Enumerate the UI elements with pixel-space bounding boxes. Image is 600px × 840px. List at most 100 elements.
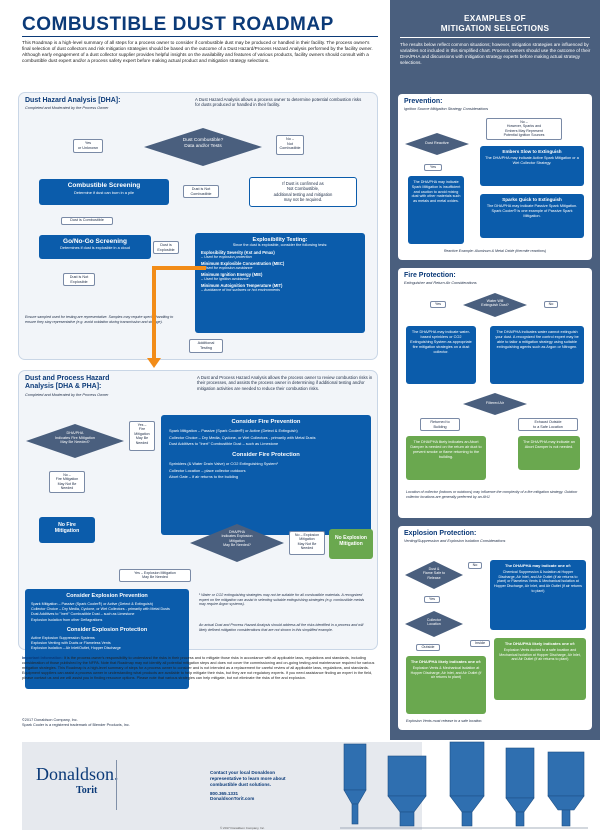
- prevention-heading: Prevention:: [404, 98, 443, 105]
- important-label: Important Information:: [22, 656, 63, 660]
- explosion-prevention-item: Spark Mitigation – Passive (Spark Cooler…: [31, 602, 153, 606]
- fire-yes-tag: Yes: [430, 301, 446, 308]
- collector-location-label: Collector Location: [426, 618, 442, 627]
- water-no-box: The DHA/PHA indicates water cannot extin…: [490, 326, 584, 384]
- prevention-panel: Prevention: Ignition Source Mitigation S…: [398, 94, 592, 260]
- sparks-text: The DHA/PHA may indicate Passive Spark M…: [486, 204, 578, 218]
- fire-subheading: Extinguisher and Return Air Consideratio…: [404, 281, 477, 285]
- representative-note: Ensure sampled used for testing are repr…: [25, 315, 174, 324]
- explosion-prevention-item: Collector Choice – Dry Media, Cyclone, o…: [31, 607, 170, 612]
- right-title-rule: [400, 37, 590, 38]
- explosion-protection-panel: Explosion Protection: Venting/Suppressio…: [398, 526, 592, 730]
- sparks-box: Sparks Quick to Extinguish The DHA/PHA m…: [480, 194, 584, 238]
- right-title: EXAMPLES OF MITIGATION SELECTIONS: [440, 14, 550, 33]
- explosion-protection-item: Explosion Isolation – Air Inlet/Outlet, …: [31, 645, 121, 650]
- inside-box-title: The DHA/PHA likely indicates one of:: [504, 641, 576, 646]
- fire-protection-item: Abort Gate – if air returns to the build…: [169, 474, 238, 479]
- dha-panel: Dust Hazard Analysis [DHA]: Completed an…: [18, 92, 378, 360]
- no-embers-tag: No – However, Sparks and Embers May Repr…: [486, 118, 562, 140]
- test-item: Minimum Explosible Concentration (MEC) –…: [201, 261, 285, 270]
- dha-subheading: Completed and Moderated by the Process O…: [25, 106, 109, 110]
- test-item: Explosibility Severity (Kst and Pmax) – …: [201, 250, 275, 259]
- explosion-considerations-box: Consider Explosion Prevention Spark Miti…: [25, 589, 189, 689]
- brand-name: Donaldson.: [36, 764, 119, 784]
- flame-safe-label: Dust & Flame Safe to Release: [422, 567, 446, 580]
- explosion-prevention-item: Explosion Isolation from other Deflagrat…: [31, 617, 103, 622]
- collector-location-diamond: [405, 611, 463, 637]
- arrow-head-icon: [147, 358, 161, 368]
- donaldson-logo: Donaldson. Torit: [36, 764, 119, 796]
- fire-mitigation-label: DHA/PHA Indicates Fire Mitigation May Be…: [54, 431, 96, 445]
- website-link[interactable]: DonaldsonTorit.com: [210, 795, 255, 801]
- explosion-mitigation-label: DHA/PHA Indicates Explosion Mitigation M…: [221, 530, 253, 547]
- water-extinguish-label: Water Will Extinguish Dust?: [481, 299, 509, 308]
- water-extinguish-diamond: [463, 293, 527, 317]
- explosion-mitigation-diamond: [190, 524, 284, 562]
- no-explosion-tag: No – Explosion Mitigation May Not Be Nee…: [289, 531, 325, 555]
- fire-prevention-item: Collector Choice – Dry Media, Cyclone, o…: [169, 434, 316, 440]
- footer-contact: Contact your local Donaldson representat…: [210, 770, 330, 801]
- fire-protection-item: Collector Location – place collector out…: [169, 467, 246, 473]
- dust-reactive-label: Dust Reactive: [425, 141, 449, 145]
- copyright: ©2017 Donaldson Company, Inc. Spark Cool…: [22, 718, 130, 727]
- inside-box: The DHA/PHA likely indicates one of: Exp…: [494, 638, 586, 700]
- pha-subheading: Completed and Moderated by the Process O…: [25, 393, 109, 397]
- yes-unknown-tag: Yes or Unknown: [73, 139, 103, 153]
- explosion-protection-item: Explosion Venting with Ducts or Flameles…: [31, 640, 111, 645]
- gonogo-screening-desc: Determines if dust is explosible in a cl…: [60, 246, 130, 250]
- fire-protection-panel: Fire Protection: Extinguisher and Return…: [398, 268, 592, 518]
- important-text: It is the process owner's responsibility…: [22, 656, 375, 680]
- explosion-protection-title: Consider Explosion Protection: [66, 626, 148, 633]
- inside-box-text: Explosion Vents ducted to a safe locatio…: [499, 648, 581, 662]
- dust-explosible-tag: Dust is Explosible: [153, 241, 179, 254]
- sparks-title: Sparks Quick to Extinguish: [502, 197, 562, 202]
- gonogo-screening-box: Go/No-Go Screening Determines if dust is…: [39, 235, 151, 259]
- dha-description: A Dust Hazard Analysis allows a process …: [195, 97, 362, 108]
- fire-prevention-item: Dust Additives to "Inert" Combustible Du…: [169, 441, 279, 446]
- intro-paragraph: This Roadmap is a high-level summary of …: [22, 40, 373, 64]
- exhaust-tag: Exhaust Outside to a Safe Location: [518, 418, 578, 431]
- outside-tag: Outside: [416, 644, 440, 651]
- exhaust-box: The DHA/PHA may indicate an Abort Damper…: [518, 436, 580, 470]
- pha-description: A Dust and Process Hazard Analysis allow…: [197, 375, 373, 391]
- dust-reactive-diamond: [405, 133, 469, 155]
- explosibility-testing-box: Explosibility Testing: Since the dust is…: [195, 233, 365, 333]
- embers-title: Embers Slow to Extinguish: [502, 149, 562, 154]
- explosion-protection-item: Active Explosion Suppression Systems: [31, 635, 95, 640]
- explosion-subheading: Venting/Suppression and Explosion Isolat…: [404, 539, 506, 543]
- not-combustible-tag: No – Not Combustible: [276, 135, 304, 155]
- test-item: Minimum Ignition Energy (MIE) – Used for…: [201, 272, 263, 281]
- title-rule: [22, 36, 378, 38]
- fire-protection-title: Consider Fire Protection: [232, 452, 300, 458]
- explosibility-title: Explosibility Testing:: [252, 237, 308, 243]
- phone-number[interactable]: 800.365.1331: [210, 790, 239, 796]
- gonogo-screening-title: Go/No-Go Screening: [63, 238, 127, 245]
- explosion-no-box-title: The DHA/PHA may indicate one of:: [504, 563, 572, 568]
- flow-arrow: [152, 266, 156, 362]
- combustible-screening-title: Combustible Screening: [67, 182, 141, 189]
- dust-combustible-diamond: [144, 128, 262, 166]
- contact-text: Contact your local Donaldson representat…: [210, 770, 286, 787]
- footnote-actual-analysis: An actual Dust and Process Hazard Analys…: [199, 623, 364, 632]
- prevention-yes-tag: Yes: [424, 164, 442, 171]
- flow-arrow: [152, 266, 206, 270]
- explosion-no-box: The DHA/PHA may indicate one of: Chemica…: [490, 560, 586, 630]
- water-yes-box: The DHA/PHA may indicate water-based spr…: [406, 326, 476, 384]
- no-explosion-mitigation-box: No Explosion Mitigation: [329, 529, 373, 559]
- combustible-screening-box: Combustible Screening Determine if dust …: [39, 179, 169, 205]
- prevention-subheading: Ignition Source Mitigation Strategy Cons…: [404, 107, 489, 111]
- test-item: Minimum Autoignition Temperature (MIT) –…: [201, 283, 283, 292]
- footnote-extinguishing: ¹ Water or CO2 extinguishing strategies …: [199, 593, 365, 607]
- no-fire-mitigation-box: No Fire Mitigation: [39, 517, 95, 543]
- important-information: Important Information: It is the process…: [22, 656, 378, 681]
- explosibility-intro: Since the dust is explosible, consider t…: [232, 243, 328, 247]
- not-combustible-result: If Dust is confirmed as Not Combustible,…: [249, 177, 357, 207]
- pha-heading: Dust and Process Hazard Analysis [DHA & …: [25, 375, 110, 391]
- reactive-example: Reactive Example: Aluminum & Metal Oxide…: [443, 249, 547, 253]
- flame-safe-diamond: [405, 561, 463, 589]
- fire-mitigation-diamond: [26, 424, 124, 458]
- yes-fire-tag: Yes – Fire Mitigation May Be Needed: [129, 421, 155, 451]
- sub-brand: Torit: [76, 785, 98, 796]
- dha-heading: Dust Hazard Analysis [DHA]:: [25, 97, 121, 104]
- footer-fine-print: © 2017 Donaldson Company, Inc.: [220, 826, 265, 830]
